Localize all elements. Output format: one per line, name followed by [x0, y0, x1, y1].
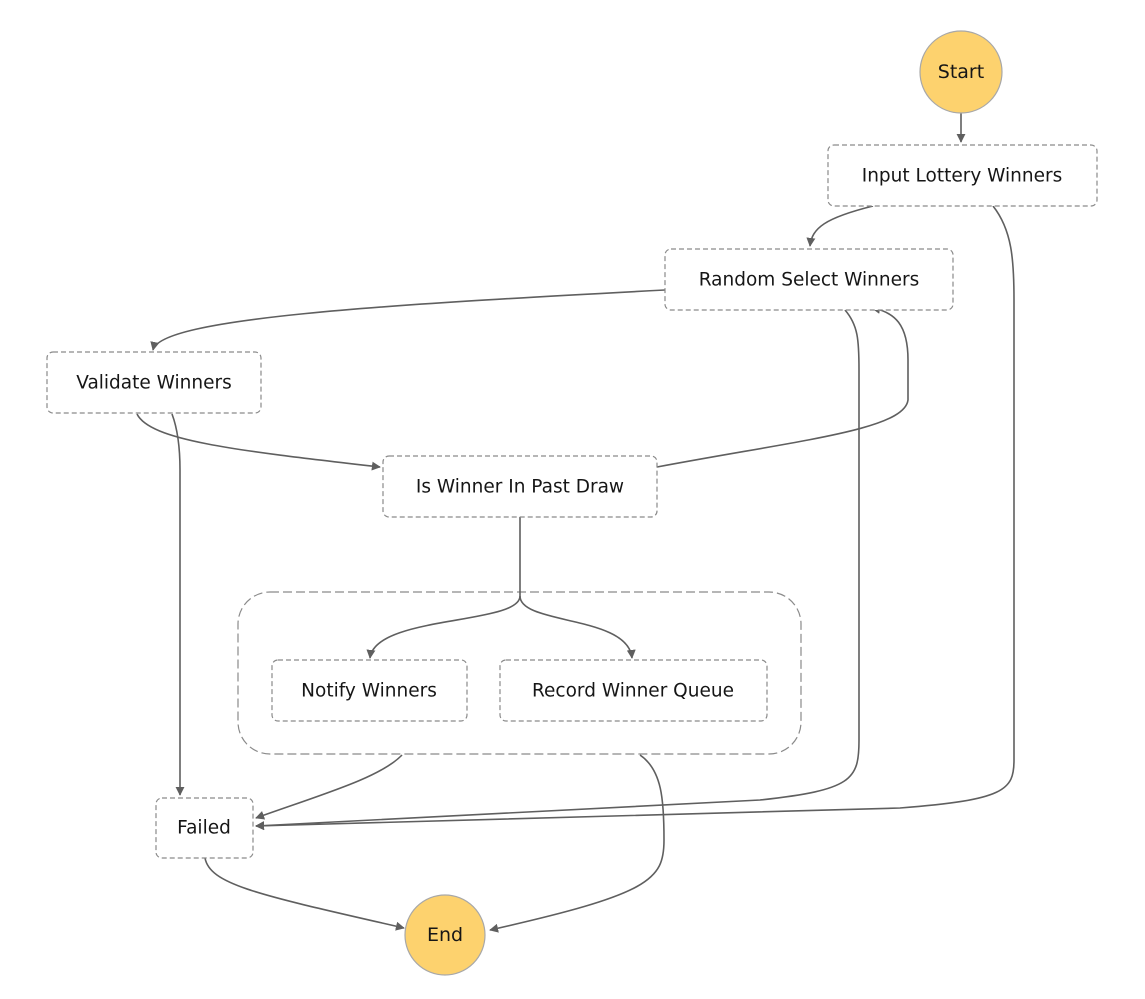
edge-random-select-winners-to-validate-winners — [150, 289, 666, 351]
notify-winners-node[interactable] — [271, 659, 468, 722]
record-winner-queue-label: Record Winner Queue — [532, 681, 734, 702]
start-label: Start — [938, 61, 984, 83]
edge-input-lottery-winners-to-failed — [255, 205, 1015, 831]
end-node[interactable] — [404, 894, 486, 976]
edge-validate-winners-to-is-winner-in-past-draw — [136, 413, 381, 471]
edge-input-lottery-winners-to-random-select-winners — [806, 205, 874, 247]
input-lottery-winners-node[interactable] — [827, 144, 1098, 207]
is-winner-in-past-draw-node[interactable] — [382, 455, 658, 518]
edge-failed-to-end — [204, 857, 405, 931]
edge-validate-winners-to-failed — [171, 413, 185, 796]
is-winner-in-past-draw-label: Is Winner In Past Draw — [416, 477, 624, 498]
edge-parallel-group-to-failed — [255, 754, 403, 820]
edge-is-winner-in-past-draw-to-random-select-winners — [656, 304, 909, 468]
notify-winners-label: Notify Winners — [301, 681, 437, 702]
random-select-winners-node[interactable] — [664, 248, 954, 311]
failed-node[interactable] — [155, 797, 254, 859]
validate-winners-node[interactable] — [46, 351, 262, 414]
edge-is-winner-in-past-draw-to-notify-winners — [366, 517, 521, 659]
edge-random-select-winners-to-failed — [255, 309, 860, 831]
end-label: End — [427, 924, 463, 946]
input-lottery-winners-label: Input Lottery Winners — [862, 166, 1063, 187]
failed-label: Failed — [177, 818, 231, 839]
record-winner-queue-node[interactable] — [499, 659, 768, 722]
edge-is-winner-in-past-draw-to-record-winner-queue — [519, 595, 636, 659]
random-select-winners-label: Random Select Winners — [699, 270, 920, 291]
start-node[interactable] — [919, 30, 1003, 114]
validate-winners-label: Validate Winners — [76, 373, 232, 394]
edges — [136, 113, 1015, 933]
edge-parallel-group-to-end — [489, 754, 665, 933]
